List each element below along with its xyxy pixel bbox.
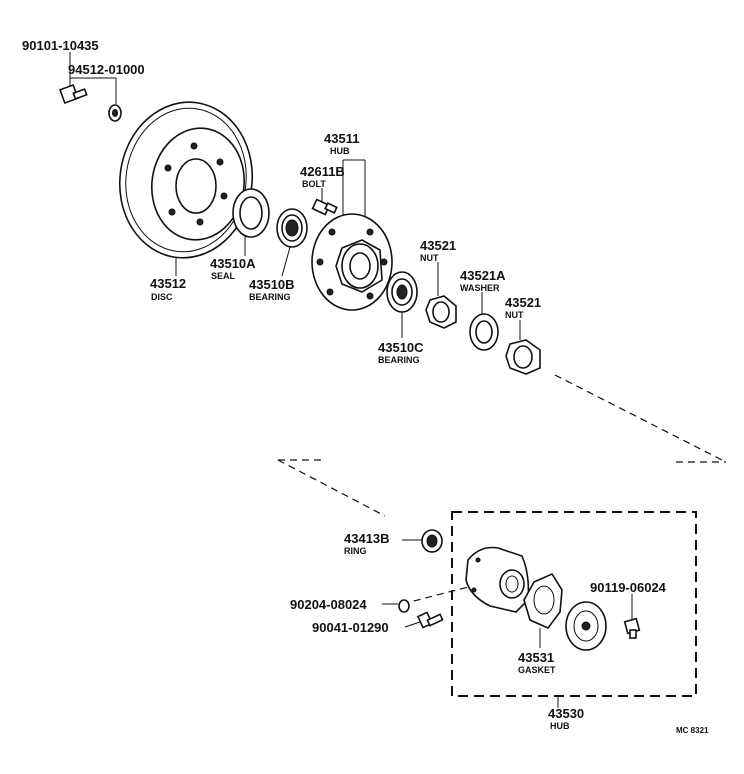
disc-rotor-icon — [118, 101, 254, 259]
washer-icon — [469, 313, 499, 351]
part-name-label: NUT — [505, 310, 524, 320]
part-number-label: 43413B — [344, 531, 390, 546]
part-number-label: 90119-06024 — [590, 580, 667, 595]
part-number-label: 43531 — [518, 650, 554, 665]
bolt-90119-icon — [623, 617, 641, 639]
bolt-90101-icon — [59, 84, 88, 104]
part-name-label: BEARING — [249, 292, 291, 302]
diagram-code-label: MC 8321 — [676, 726, 709, 735]
lock-nut-1-icon — [425, 295, 457, 329]
part-number-label: 43521 — [420, 238, 456, 253]
hub-bolt-icon — [311, 198, 338, 216]
part-number-label: 43530 — [548, 706, 584, 721]
part-name-label: BOLT — [302, 179, 326, 189]
inner-bearing-icon — [276, 208, 308, 248]
gasket-icon — [523, 572, 563, 629]
part-name-label: HUB — [330, 146, 350, 156]
free-hub-assembly-box — [451, 511, 697, 697]
part-name-label: NUT — [420, 253, 439, 263]
hub-icon — [311, 213, 393, 311]
part-number-label: 43521 — [505, 295, 541, 310]
part-name-label: HUB — [550, 721, 570, 731]
part-number-label: 43512 — [150, 276, 186, 291]
part-name-label: BEARING — [378, 355, 420, 365]
outer-bearing-icon — [386, 271, 418, 313]
part-number-label: 43510B — [249, 277, 295, 292]
part-name-label: DISC — [151, 292, 173, 302]
ring-icon — [421, 529, 443, 553]
seal-icon — [232, 188, 270, 238]
part-number-label: 94512-01000 — [68, 62, 145, 77]
part-labels: 90101-10435 94512-01000 43512 DISC 43510… — [22, 38, 709, 735]
hub-cover-icon — [565, 601, 607, 651]
free-hub-body-icon — [465, 546, 530, 613]
part-number-label: 90101-10435 — [22, 38, 99, 53]
part-number-label: 43510C — [378, 340, 424, 355]
part-number-label: 43511 — [324, 131, 359, 146]
part-name-label: SEAL — [211, 271, 236, 281]
part-number-label: 90204-08024 — [290, 597, 367, 612]
nut-94512-icon — [108, 104, 122, 122]
part-number-label: 43521A — [460, 268, 506, 283]
bolt-90204-icon — [398, 599, 410, 613]
part-name-label: GASKET — [518, 665, 556, 675]
bolt-90041-icon — [416, 611, 444, 629]
part-number-label: 43510A — [210, 256, 256, 271]
part-number-label: 42611B — [300, 164, 345, 179]
part-name-label: WASHER — [460, 283, 500, 293]
part-name-label: RING — [344, 546, 367, 556]
lock-nut-2-icon — [505, 339, 541, 375]
part-number-label: 90041-01290 — [312, 620, 389, 635]
